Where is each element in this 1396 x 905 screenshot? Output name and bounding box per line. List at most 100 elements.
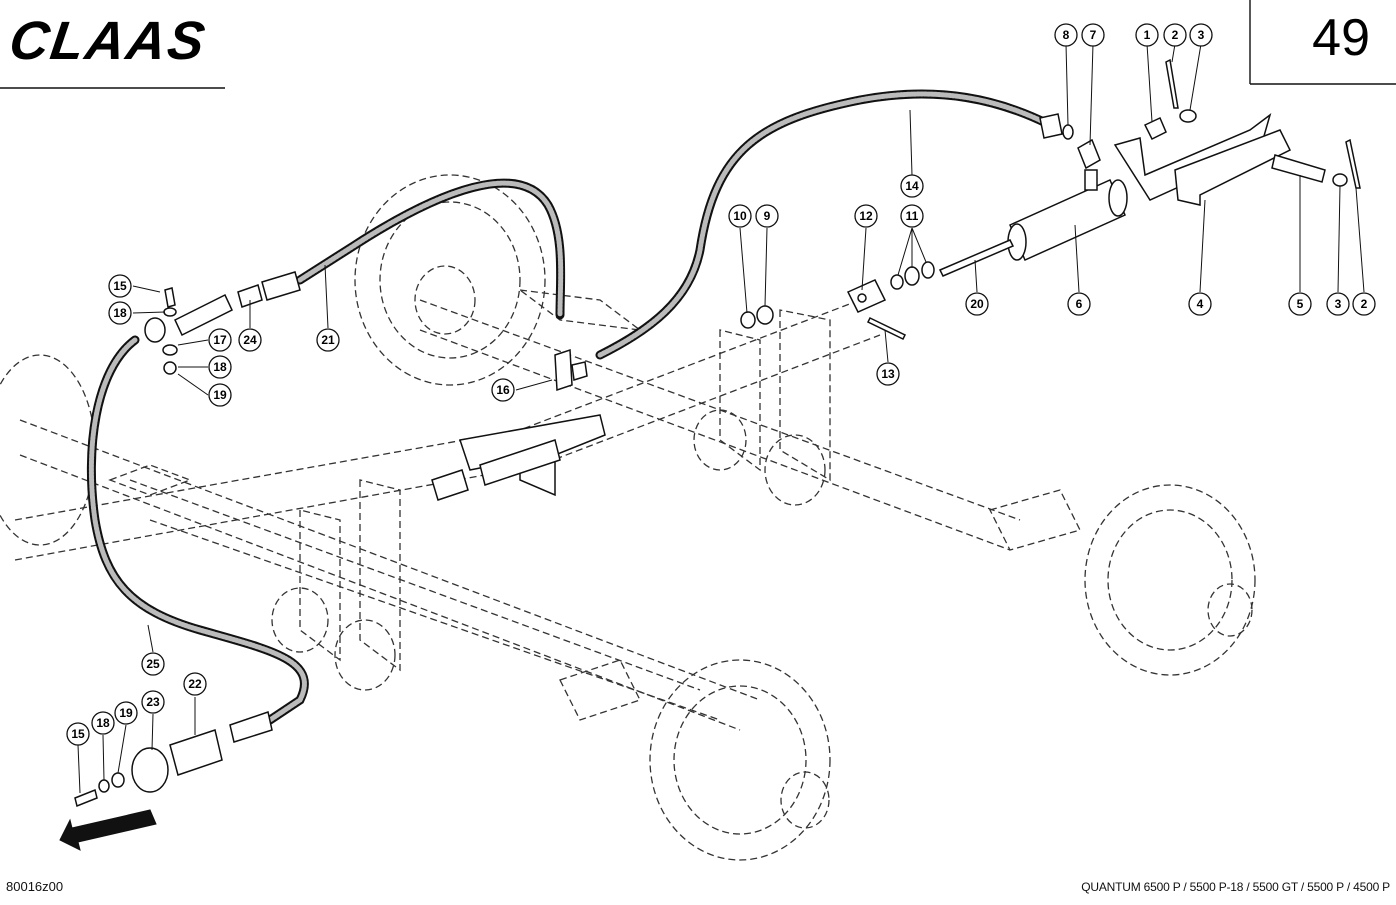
callout-label: 18 [96, 716, 110, 730]
callout-label: 23 [146, 695, 160, 709]
callout-label: 22 [188, 677, 202, 691]
callout-22: 22 [183, 672, 207, 696]
callout-label: 15 [71, 727, 85, 741]
callout-leaders [77, 43, 1365, 794]
callout-circle [316, 328, 340, 352]
callout-label: 21 [321, 333, 335, 347]
callout-label: 4 [1197, 297, 1204, 311]
callout-3: 3 [1189, 23, 1213, 47]
callout-label: 5 [1297, 297, 1304, 311]
callout-16: 16 [491, 378, 515, 402]
callout-18: 18 [108, 301, 132, 325]
travel-direction-arrow-icon [59, 809, 157, 851]
callout-label: 25 [146, 657, 160, 671]
callout-3: 3 [1326, 292, 1350, 316]
callout-circle [108, 301, 132, 325]
callout-circle [1352, 292, 1376, 316]
callout-label: 2 [1361, 297, 1368, 311]
callout-15: 15 [66, 722, 90, 746]
callout-label: 17 [213, 333, 227, 347]
callout-11: 11 [900, 204, 924, 228]
callout-circle [114, 701, 138, 725]
callout-circle [1188, 292, 1212, 316]
callout-8: 8 [1054, 23, 1078, 47]
callout-circle [183, 672, 207, 696]
callout-7: 7 [1081, 23, 1105, 47]
callout-circle [208, 383, 232, 407]
callout-circle [491, 378, 515, 402]
callout-label: 1 [1144, 28, 1151, 42]
callout-label: 6 [1076, 297, 1083, 311]
drawing-code: 80016z00 [6, 879, 64, 894]
callout-2: 2 [1352, 292, 1376, 316]
callout-circle [141, 652, 165, 676]
claas-logo: CLAAS [5, 11, 211, 71]
callout-label: 9 [764, 209, 771, 223]
callout-circle [66, 722, 90, 746]
hydraulic-hoses [86, 89, 1055, 725]
callout-circle [1081, 23, 1105, 47]
callout-label: 19 [119, 706, 133, 720]
hydraulic-components [59, 58, 1361, 851]
callout-9: 9 [755, 204, 779, 228]
callout-15: 15 [108, 274, 132, 298]
callout-label: 13 [881, 367, 895, 381]
callout-12: 12 [854, 204, 878, 228]
callout-circle [755, 204, 779, 228]
callout-23: 23 [141, 690, 165, 714]
callout-label: 11 [906, 209, 919, 223]
callout-circle [238, 328, 262, 352]
callout-circle [208, 355, 232, 379]
callout-label: 2 [1172, 28, 1179, 42]
callout-label: 14 [905, 179, 919, 193]
callout-circle [1054, 23, 1078, 47]
callout-19: 19 [208, 383, 232, 407]
callout-circle [91, 711, 115, 735]
callout-label: 20 [970, 297, 984, 311]
callout-circle [965, 292, 989, 316]
callout-circle [1288, 292, 1312, 316]
callout-18: 18 [208, 355, 232, 379]
callout-circle [208, 328, 232, 352]
callout-20: 20 [965, 292, 989, 316]
callout-18: 18 [91, 711, 115, 735]
callout-24: 24 [238, 328, 262, 352]
callout-10: 10 [728, 204, 752, 228]
callout-label: 3 [1335, 297, 1342, 311]
callout-label: 10 [733, 209, 747, 223]
callout-1: 1 [1135, 23, 1159, 47]
callout-label: 3 [1198, 28, 1205, 42]
callout-5: 5 [1288, 292, 1312, 316]
callout-circle [728, 204, 752, 228]
callout-label: 12 [859, 209, 873, 223]
callout-circle [141, 690, 165, 714]
model-caption: QUANTUM 6500 P / 5500 P-18 / 5500 GT / 5… [1081, 880, 1390, 894]
callout-label: 15 [113, 279, 127, 293]
callout-circle [900, 174, 924, 198]
callout-label: 24 [243, 333, 257, 347]
callout-label: 16 [496, 383, 510, 397]
callout-circle [900, 204, 924, 228]
callout-label: 18 [213, 360, 227, 374]
callout-circle [1163, 23, 1187, 47]
callout-14: 14 [900, 174, 924, 198]
callout-circle [1135, 23, 1159, 47]
callout-circle [854, 204, 878, 228]
callout-6: 6 [1067, 292, 1091, 316]
callout-13: 13 [876, 362, 900, 386]
callout-circle [108, 274, 132, 298]
callout-19: 19 [114, 701, 138, 725]
callout-2: 2 [1163, 23, 1187, 47]
callout-25: 25 [141, 652, 165, 676]
callout-label: 7 [1090, 28, 1097, 42]
callout-21: 21 [316, 328, 340, 352]
callout-17: 17 [208, 328, 232, 352]
callout-label: 8 [1063, 28, 1070, 42]
page-number: 49 [1312, 9, 1370, 67]
callout-circle [1326, 292, 1350, 316]
callout-circle [1189, 23, 1213, 47]
callout-circle [876, 362, 900, 386]
